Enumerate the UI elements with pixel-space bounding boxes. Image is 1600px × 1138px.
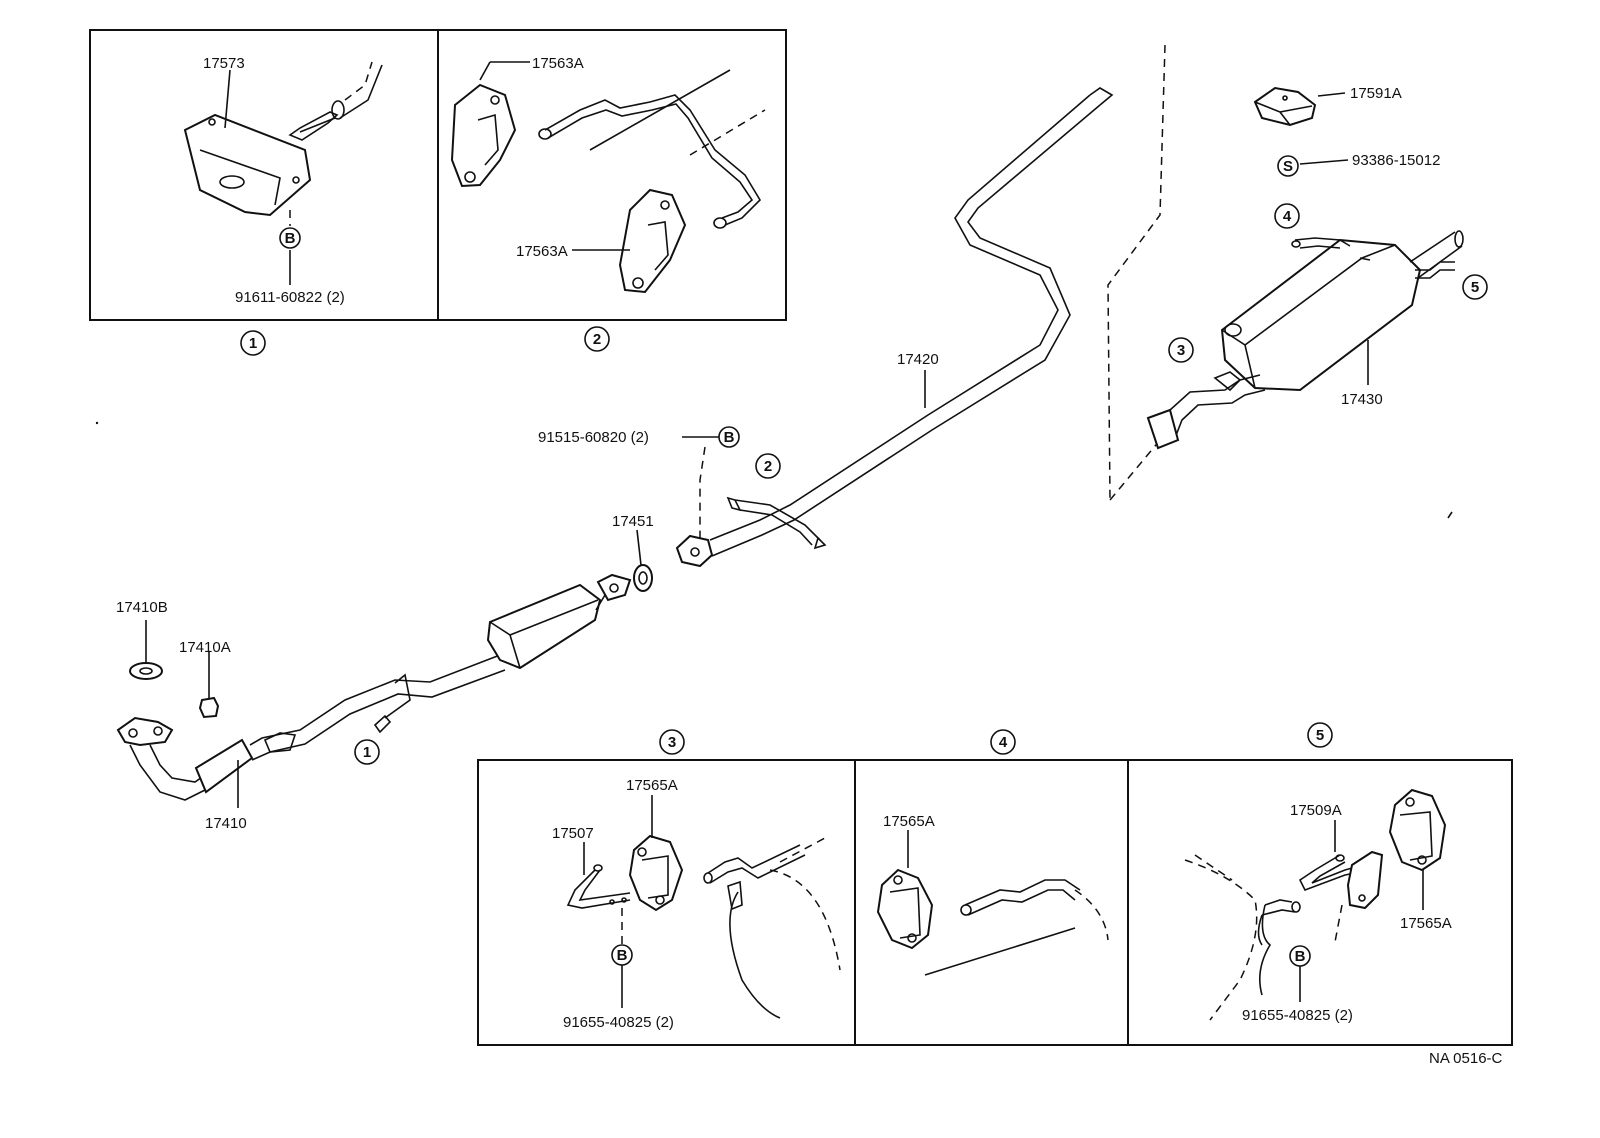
label-91515-60820: 91515-60820 (2) <box>538 429 649 446</box>
svg-text:1: 1 <box>363 744 371 761</box>
marker-b-91655-3: B <box>611 944 633 966</box>
label-93386-15012: 93386-15012 <box>1352 152 1440 169</box>
svg-text:4: 4 <box>1283 208 1292 225</box>
marker-b-91515: B <box>682 426 740 540</box>
detail-box-3-4-5 <box>477 759 1513 1046</box>
callout-3-box: 3 <box>659 729 685 755</box>
detail-3-hanger <box>566 795 841 1019</box>
callout-2-main: 2 <box>755 453 781 479</box>
svg-text:4: 4 <box>999 734 1008 751</box>
label-91611-60822: 91611-60822 (2) <box>235 289 345 306</box>
detail-1-bracket <box>183 61 383 285</box>
svg-text:S: S <box>1283 158 1293 175</box>
gasket-17410b <box>129 620 163 680</box>
svg-text:2: 2 <box>593 331 601 348</box>
detail-box-1-2 <box>89 29 787 321</box>
label-17410a: 17410A <box>179 639 231 656</box>
marker-s-93386: S <box>1277 155 1349 177</box>
marker-b-91611: B <box>279 227 301 249</box>
label-17591a: 17591A <box>1350 85 1402 102</box>
label-17410: 17410 <box>205 815 247 832</box>
front-exhaust-pipe-17410 <box>116 654 506 808</box>
svg-text:5: 5 <box>1316 727 1324 744</box>
label-17563a-mid: 17563A <box>516 243 568 260</box>
label-91655-40825-3: 91655-40825 (2) <box>563 1014 674 1031</box>
svg-text:3: 3 <box>1177 342 1185 359</box>
diagram-reference-code: NA 0516-C <box>1429 1050 1503 1067</box>
svg-text:5: 5 <box>1471 279 1479 296</box>
label-91655-40825-5: 91655-40825 (2) <box>1242 1007 1353 1024</box>
label-17565a-5: 17565A <box>1400 915 1452 932</box>
nut-17410a <box>198 652 220 719</box>
label-17509a: 17509A <box>1290 802 1342 819</box>
svg-text:1: 1 <box>249 335 257 352</box>
detail-2-hangers <box>450 61 766 294</box>
callout-3-main: 3 <box>1168 337 1194 363</box>
center-muffler <box>486 573 632 670</box>
label-17507: 17507 <box>552 825 594 842</box>
svg-text:B: B <box>724 429 735 446</box>
label-17573: 17573 <box>203 55 245 72</box>
gasket-17451 <box>633 529 653 592</box>
callout-4-box: 4 <box>990 729 1016 755</box>
tail-dashed-envelope <box>1107 44 1166 501</box>
label-17451: 17451 <box>612 513 654 530</box>
detail-5-hanger <box>1184 788 1447 1021</box>
callout-1-top: 1 <box>240 330 266 356</box>
svg-text:3: 3 <box>668 734 676 751</box>
detail-4-insulator <box>876 830 1109 976</box>
marker-b-91655-5: B <box>1289 945 1311 1002</box>
callout-4-main: 4 <box>1274 203 1300 229</box>
label-17430: 17430 <box>1341 391 1383 408</box>
label-17565a-4: 17565A <box>883 813 935 830</box>
svg-text:B: B <box>1295 948 1306 965</box>
callout-5-box: 5 <box>1307 722 1333 748</box>
callout-5-main: 5 <box>1462 274 1488 300</box>
label-17420: 17420 <box>897 351 939 368</box>
label-17410b: 17410B <box>116 599 168 616</box>
callout-2-top: 2 <box>584 326 610 352</box>
intermediate-pipe-17420 <box>675 87 1114 568</box>
svg-text:2: 2 <box>764 458 772 475</box>
marker-b-text: B <box>285 230 296 247</box>
label-17563a-top: 17563A <box>532 55 584 72</box>
mount-17591a <box>1253 86 1346 127</box>
svg-text:B: B <box>617 947 628 964</box>
tail-muffler-17430 <box>1146 230 1464 450</box>
label-17565a-3: 17565A <box>626 777 678 794</box>
callout-1-main: 1 <box>354 739 380 765</box>
